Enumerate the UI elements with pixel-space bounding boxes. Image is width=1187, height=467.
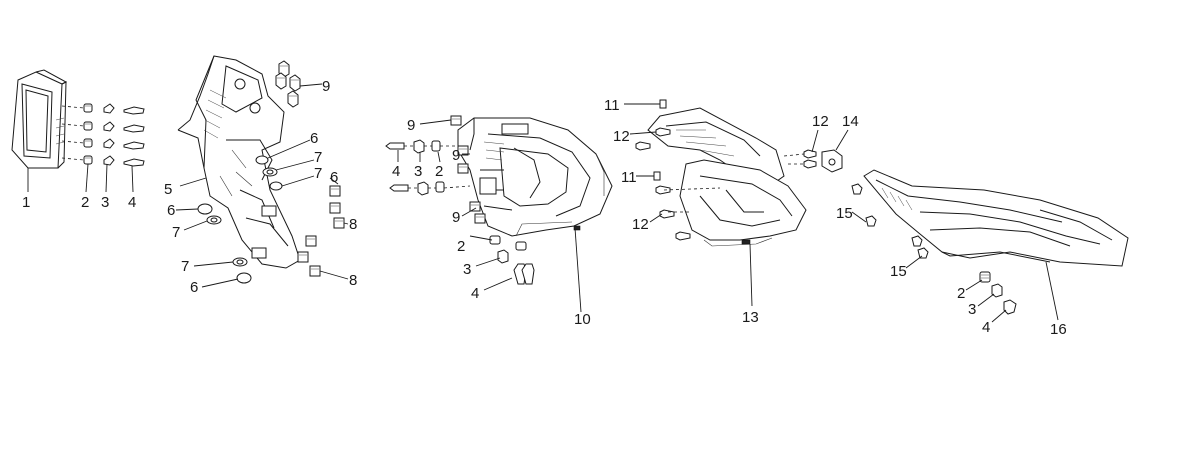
callout-15: 15 [890,263,907,280]
leader-2c1 [437,151,441,163]
part-12-bolts-d2 [803,149,817,169]
leader-2a [85,163,89,193]
callout-4: 4 [471,285,479,302]
leader-12d3 [811,129,819,153]
leader-6b2 [329,177,339,185]
leader-8b1 [343,222,349,225]
leader-4c2 [483,277,513,291]
leader-5 [179,177,207,187]
callout-9: 9 [322,78,330,95]
callout-4: 4 [982,319,990,336]
leader-3e [977,293,995,307]
part-7-washers-b [206,167,278,267]
part-3-collar-e [991,283,1003,298]
callout-9: 9 [452,209,460,226]
callout-2: 2 [81,194,89,211]
leader-12d1 [629,131,657,135]
callout-6: 6 [190,279,198,296]
leader-13 [749,243,753,307]
leader-15e2 [905,255,923,269]
part-4-bolts-c [385,142,535,285]
callout-6: 6 [310,130,318,147]
part-10-headlight-assembly [457,117,613,237]
callout-7: 7 [181,258,189,275]
part-2-grommets-a [83,103,93,165]
callout-16: 16 [1050,321,1067,338]
leader-15e1 [851,211,867,223]
callout-7: 7 [314,149,322,166]
callout-4: 4 [128,194,136,211]
leader-7b2 [281,175,315,187]
leader-9c1 [419,119,452,125]
part-2-grommet-e [979,271,991,283]
part-2-grommets-c [431,140,527,251]
part-13-upper-cover [647,107,807,247]
part-16-side-fairing [863,169,1129,267]
callout-7: 7 [314,165,322,182]
leader-9c3 [461,207,477,217]
callout-6: 6 [167,202,175,219]
callout-14: 14 [842,113,859,130]
part-5-front-bracket [177,55,301,269]
callout-12: 12 [613,128,630,145]
callout-9: 9 [452,147,460,164]
callout-2: 2 [957,285,965,302]
part-11-screws-d [653,99,667,181]
part-14-bracket-clip [821,149,843,173]
leader-7b3 [183,220,208,231]
part-15-clips-e [851,183,929,259]
leader-4a [131,165,134,193]
leader-8b2 [319,270,349,280]
part-1-meter-housing [11,69,68,169]
leader-3c2 [475,257,501,267]
part-3-collars-a [103,103,115,166]
part-4-screw-e [1003,299,1017,315]
callout-4: 4 [392,163,400,180]
leader-12d2 [649,213,663,223]
callout-11: 11 [604,97,620,114]
part-3-collars-c [413,139,509,264]
part-8-speed-nuts-b [297,185,345,277]
leader-6b1 [267,139,311,159]
part-9-clips-a [275,60,301,108]
callout-15: 15 [836,205,853,222]
leader-16 [1045,261,1059,321]
callout-2: 2 [457,238,465,255]
leader-6b4 [201,278,239,288]
callout-12: 12 [812,113,829,130]
leader-3a [105,163,108,193]
leader-7b4 [193,261,234,267]
leader-7b1 [275,159,315,171]
callout-3: 3 [463,261,471,278]
callout-9: 9 [407,117,415,134]
leader-9a [299,83,323,87]
callout-11: 11 [621,169,637,186]
callout-13: 13 [742,309,759,326]
leader-6b3 [175,208,199,211]
callout-8: 8 [349,272,357,289]
callout-8: 8 [349,216,357,233]
leader-4e [991,309,1007,323]
callout-3: 3 [968,301,976,318]
callout-7: 7 [172,224,180,241]
leader-2e [965,279,983,291]
callout-5: 5 [164,181,172,198]
callout-6: 6 [330,169,338,186]
leader-14 [835,129,849,151]
leader-10 [574,227,582,313]
callout-3: 3 [101,194,109,211]
part-4-screws-a [123,106,145,167]
callout-3: 3 [414,163,422,180]
leader-2c2 [469,235,493,241]
callout-1: 1 [22,194,30,211]
callout-2: 2 [435,163,443,180]
part-9-clips-c [450,115,486,224]
callout-10: 10 [574,311,591,328]
part-6-nuts-b [197,155,283,284]
callout-12: 12 [632,216,649,233]
